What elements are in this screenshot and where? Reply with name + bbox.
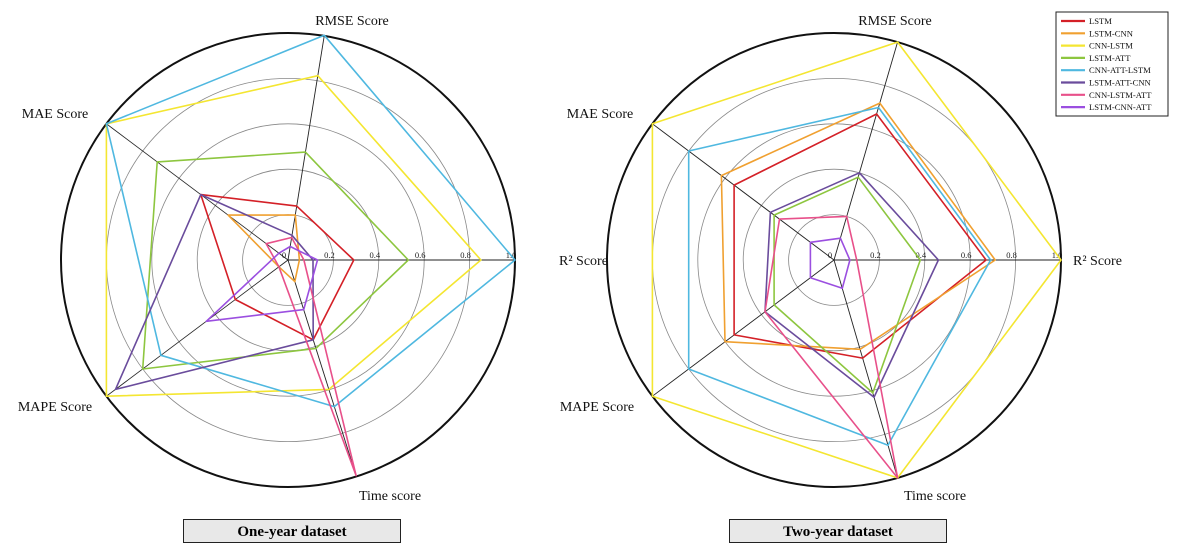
title-two-year: Two-year dataset — [729, 519, 947, 543]
tick-label: 0.4 — [915, 250, 926, 260]
axis-spoke — [287, 35, 325, 261]
legend-label: LSTM-CNN — [1089, 28, 1134, 38]
axis-label: MAPE Score — [18, 400, 92, 415]
axis-label: RMSE Score — [315, 14, 389, 29]
series-lstm-cnn-att — [809, 237, 851, 290]
tick-label: 0.8 — [1006, 250, 1017, 260]
axis-label: MAPE Score — [560, 400, 634, 415]
legend-label: LSTM-CNN-ATT — [1089, 102, 1152, 112]
tick-label: 0.2 — [324, 250, 335, 260]
axis-label: R² Score — [1073, 254, 1122, 269]
legend-label: LSTM-ATT — [1089, 53, 1131, 63]
tick-label: 0 — [828, 250, 832, 260]
tick-label: 0.4 — [369, 250, 380, 260]
legend-label: LSTM — [1089, 16, 1112, 26]
legend-label: CNN-LSTM — [1089, 41, 1133, 51]
legend-label: LSTM-ATT-CNN — [1089, 78, 1152, 88]
axis-label: Time score — [904, 489, 966, 504]
series-lstm-att-cnn — [114, 193, 315, 391]
series-lstm — [733, 113, 987, 359]
axis-spoke — [287, 259, 357, 476]
series-cnn-att-lstm — [105, 34, 516, 408]
axis-label: Time score — [359, 489, 421, 504]
axis-spoke — [833, 41, 898, 261]
tick-label: 0.2 — [870, 250, 881, 260]
axis-label: MAE Score — [567, 107, 634, 122]
axis-spoke — [106, 259, 289, 397]
series-lstm-att — [773, 176, 922, 394]
axis-label: R² Score — [559, 254, 608, 269]
series-lstm-att — [141, 151, 410, 370]
axis-spoke — [106, 123, 289, 261]
series-lstm-cnn — [720, 102, 997, 351]
legend: LSTM LSTM-CNN CNN-LSTM LSTM-ATT CNN-ATT-LSTM… — [1055, 11, 1169, 117]
tick-label: 0.6 — [961, 250, 972, 260]
series-lstm-att-cnn — [764, 172, 940, 399]
series-lstm-cnn — [227, 214, 301, 283]
legend-label: CNN-LSTM-ATT — [1089, 90, 1152, 100]
legend-box — [1055, 11, 1169, 117]
series-cnn-att-lstm — [687, 106, 992, 447]
tick-label: 0 — [282, 250, 286, 260]
axis-spoke — [652, 123, 835, 261]
series-lstm-cnn-att — [205, 245, 319, 323]
axis-label: RMSE Score — [858, 14, 932, 29]
tick-label: 0.8 — [460, 250, 471, 260]
series-cnn-lstm-att — [764, 215, 899, 479]
series-lstm — [200, 193, 355, 341]
axis-label: MAE Score — [22, 107, 89, 122]
series-cnn-lstm-att — [265, 236, 357, 477]
series-cnn-lstm — [651, 41, 1062, 479]
title-one-year: One-year dataset — [183, 519, 401, 543]
legend-label: CNN-ATT-LSTM — [1089, 65, 1151, 75]
tick-label: 0.6 — [415, 250, 426, 260]
axis-spoke — [652, 259, 835, 397]
series-cnn-lstm — [105, 74, 482, 398]
axis-spoke — [833, 259, 898, 479]
